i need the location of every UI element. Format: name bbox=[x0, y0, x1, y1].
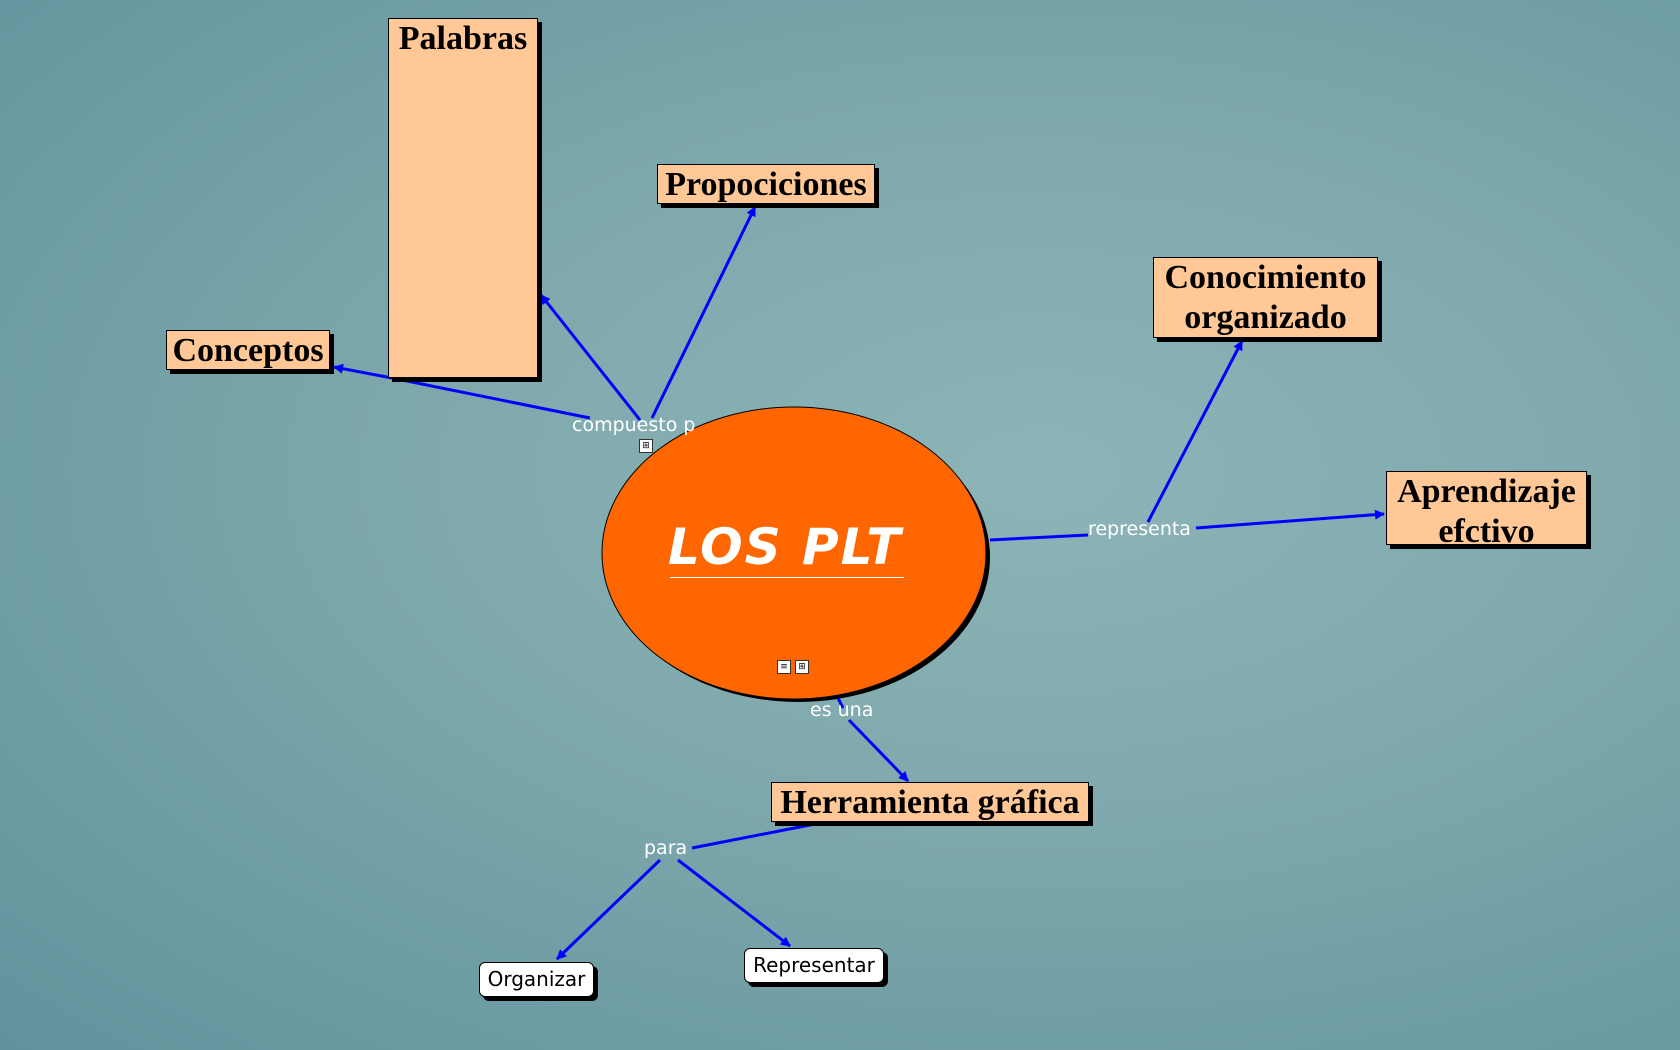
link-line-compuesto-left bbox=[391, 376, 591, 420]
arrow-to-conocimiento bbox=[1146, 340, 1244, 523]
arrow-to-propociciones bbox=[650, 206, 757, 419]
concept-map-icon[interactable]: ⊞ bbox=[795, 660, 809, 674]
link-label-representa[interactable]: representa bbox=[1088, 518, 1191, 540]
node-conceptos[interactable]: Conceptos bbox=[166, 330, 330, 370]
arrow-to-conceptos bbox=[333, 363, 393, 380]
link-label-es-una[interactable]: es una bbox=[810, 699, 874, 721]
arrow-to-organizar bbox=[555, 858, 662, 961]
node-organizar[interactable]: Organizar bbox=[479, 962, 594, 997]
concept-map-icon[interactable]: ⊞ bbox=[639, 439, 653, 453]
link-line-para-top bbox=[691, 822, 816, 850]
arrow-to-palabras bbox=[539, 294, 642, 421]
link-line-representa-left bbox=[989, 533, 1089, 542]
node-representar[interactable]: Representar bbox=[744, 948, 884, 983]
document-icon[interactable]: ≡ bbox=[777, 660, 791, 674]
node-conocimiento-organizado[interactable]: Conocimiento organizado bbox=[1153, 257, 1378, 338]
link-label-para[interactable]: para bbox=[644, 837, 688, 859]
node-herramienta-grafica[interactable]: Herramienta gráfica bbox=[771, 782, 1089, 822]
node-aprendizaje-efctivo[interactable]: Aprendizaje efctivo bbox=[1386, 471, 1587, 550]
arrow-to-representar bbox=[677, 858, 791, 948]
node-propociciones[interactable]: Propociciones bbox=[657, 164, 875, 204]
center-ellipse[interactable] bbox=[601, 406, 987, 700]
arrow-to-herramienta bbox=[847, 718, 910, 783]
link-label-compuesto[interactable]: compuesto p bbox=[572, 414, 696, 436]
arrow-to-aprendizaje bbox=[1195, 509, 1385, 530]
center-title: LOS PLT bbox=[668, 518, 903, 576]
center-title-underline bbox=[670, 577, 904, 578]
link-line-es-una-top bbox=[836, 697, 845, 709]
node-palabras[interactable]: Palabras bbox=[388, 18, 538, 378]
